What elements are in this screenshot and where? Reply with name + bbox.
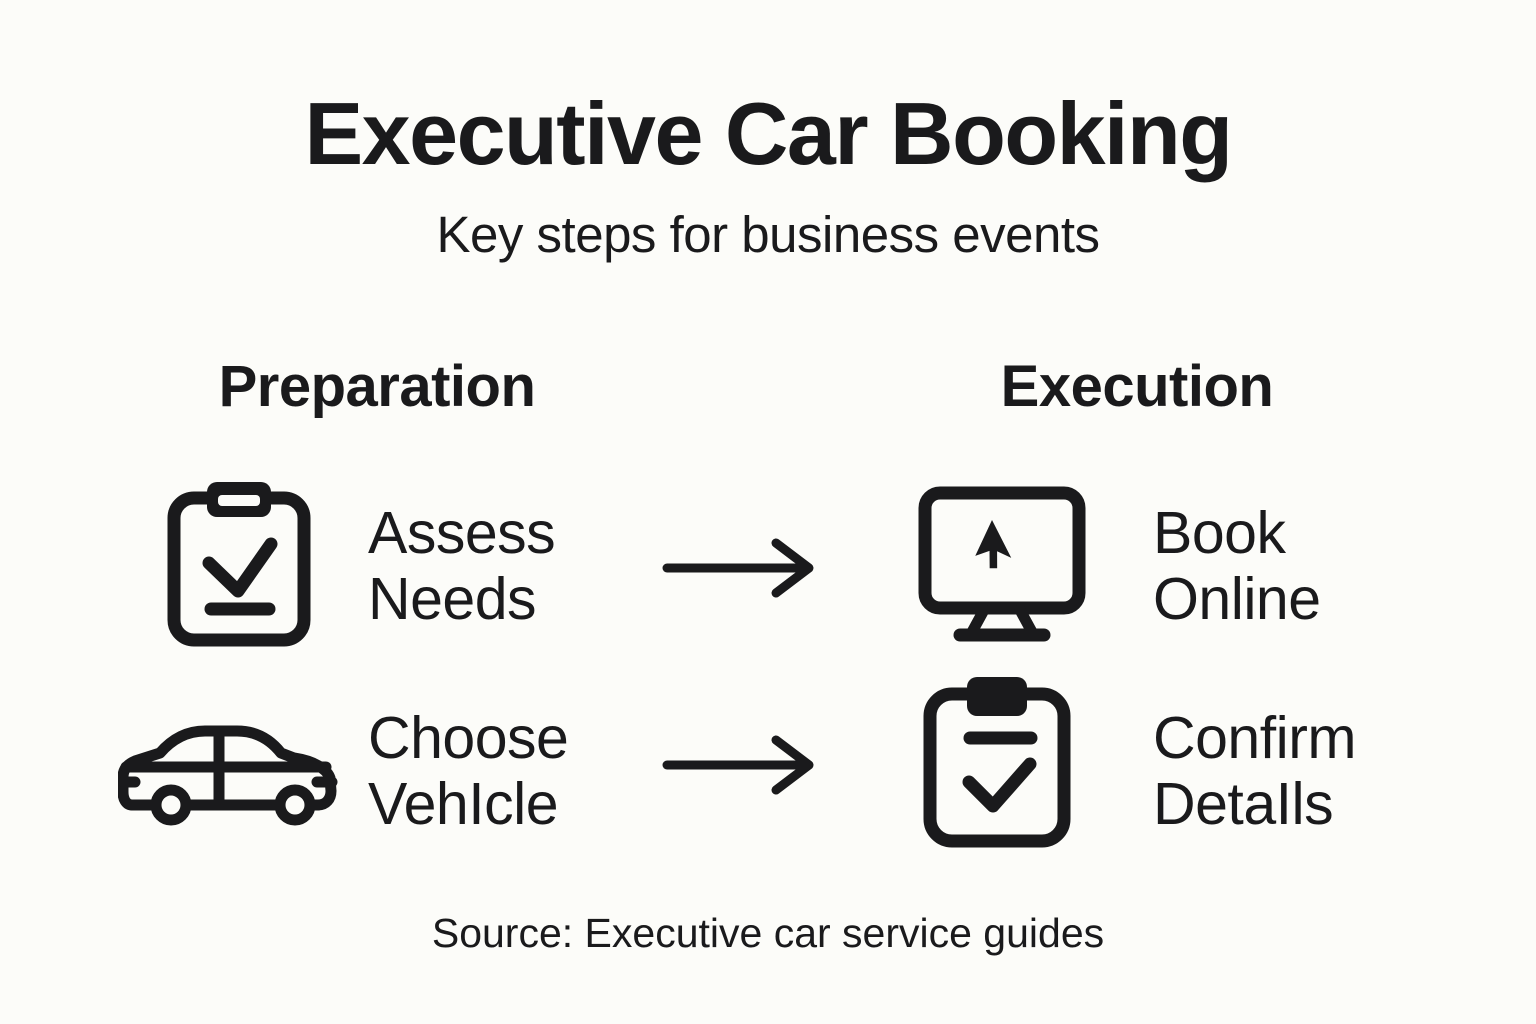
step-label-choose-vehicle: Choose VehIcle	[368, 705, 569, 837]
step-label-line: DetaIls	[1153, 771, 1334, 837]
step-label-assess-needs: Assess Needs	[368, 500, 556, 632]
clipboard-check-icon	[167, 481, 311, 647]
monitor-cursor-icon	[918, 486, 1086, 642]
page-title: Executive Car Booking	[304, 84, 1233, 183]
car-icon	[118, 710, 340, 828]
step-label-line: Book	[1153, 500, 1286, 566]
step-label-line: Confirm	[1153, 705, 1357, 771]
page-subtitle: Key steps for business events	[436, 206, 1100, 263]
right-arrow-icon	[662, 733, 818, 797]
step-label-line: Assess	[368, 500, 556, 566]
step-label-line: Online	[1153, 566, 1321, 632]
step-label-line: VehIcle	[368, 771, 559, 837]
step-label-line: Choose	[368, 705, 569, 771]
step-label-book-online: Book Online	[1153, 500, 1321, 632]
column-header-preparation: Preparation	[218, 354, 536, 419]
step-label-line: Needs	[368, 566, 537, 632]
clipboard-confirm-icon	[923, 676, 1071, 848]
source-caption: Source: Executive car service guides	[431, 910, 1105, 956]
column-header-execution: Execution	[1000, 354, 1274, 419]
step-label-confirm-details: Confirm DetaIls	[1153, 705, 1357, 837]
right-arrow-icon	[662, 536, 818, 600]
